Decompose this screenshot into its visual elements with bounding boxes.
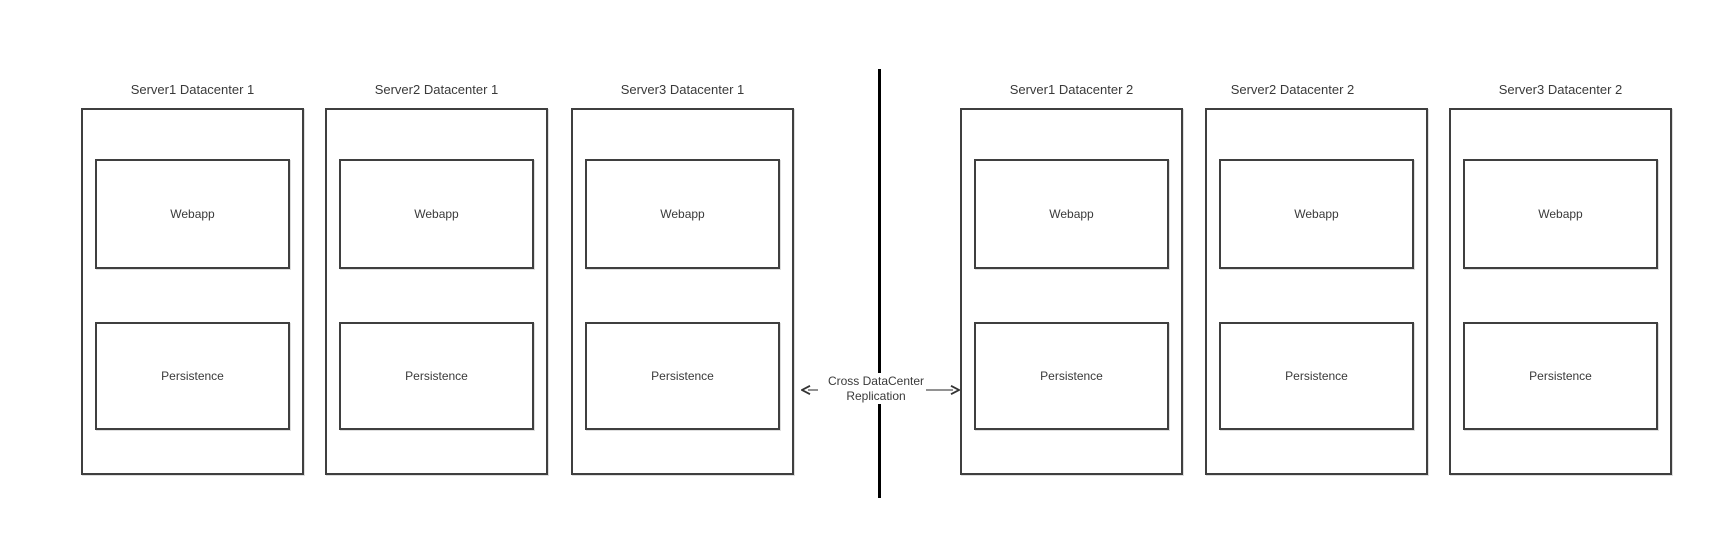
server2-datacenter1-box: Server2 Datacenter 1 Webapp Persistence xyxy=(325,82,548,475)
persistence-label: Persistence xyxy=(1040,369,1103,383)
webapp-label: Webapp xyxy=(170,207,215,221)
webapp-box: Webapp xyxy=(339,159,534,269)
replication-arrow-right-icon xyxy=(926,384,960,396)
persistence-box: Persistence xyxy=(1463,322,1658,430)
server-title: Server1 Datacenter 2 xyxy=(1009,82,1134,97)
server3-datacenter1-box: Server3 Datacenter 1 Webapp Persistence xyxy=(571,82,794,475)
server-title: Server1 Datacenter 1 xyxy=(130,82,255,97)
webapp-box: Webapp xyxy=(1463,159,1658,269)
persistence-box: Persistence xyxy=(974,322,1169,430)
persistence-box: Persistence xyxy=(1219,322,1414,430)
webapp-label: Webapp xyxy=(414,207,459,221)
server-title: Server2 Datacenter 2 xyxy=(1230,82,1355,97)
replication-label: Cross DataCenter Replication xyxy=(818,373,934,404)
persistence-label: Persistence xyxy=(1285,369,1348,383)
persistence-label: Persistence xyxy=(1529,369,1592,383)
webapp-box: Webapp xyxy=(585,159,780,269)
persistence-box: Persistence xyxy=(339,322,534,430)
webapp-label: Webapp xyxy=(660,207,705,221)
webapp-box: Webapp xyxy=(95,159,290,269)
persistence-label: Persistence xyxy=(161,369,224,383)
webapp-label: Webapp xyxy=(1294,207,1339,221)
server-title: Server2 Datacenter 1 xyxy=(374,82,499,97)
server-title: Server3 Datacenter 1 xyxy=(620,82,745,97)
datacenter-divider-line xyxy=(878,69,881,498)
webapp-label: Webapp xyxy=(1049,207,1094,221)
server-title: Server3 Datacenter 2 xyxy=(1498,82,1623,97)
persistence-box: Persistence xyxy=(95,322,290,430)
server2-datacenter2-box: Server2 Datacenter 2 Webapp Persistence xyxy=(1205,82,1428,475)
webapp-box: Webapp xyxy=(974,159,1169,269)
replication-label-line1: Cross DataCenter xyxy=(827,374,925,388)
server1-datacenter1-box: Server1 Datacenter 1 Webapp Persistence xyxy=(81,82,304,475)
server1-datacenter2-box: Server1 Datacenter 2 Webapp Persistence xyxy=(960,82,1183,475)
persistence-box: Persistence xyxy=(585,322,780,430)
webapp-box: Webapp xyxy=(1219,159,1414,269)
persistence-label: Persistence xyxy=(405,369,468,383)
server3-datacenter2-box: Server3 Datacenter 2 Webapp Persistence xyxy=(1449,82,1672,475)
replication-label-line2: Replication xyxy=(846,388,906,403)
webapp-label: Webapp xyxy=(1538,207,1583,221)
persistence-label: Persistence xyxy=(651,369,714,383)
